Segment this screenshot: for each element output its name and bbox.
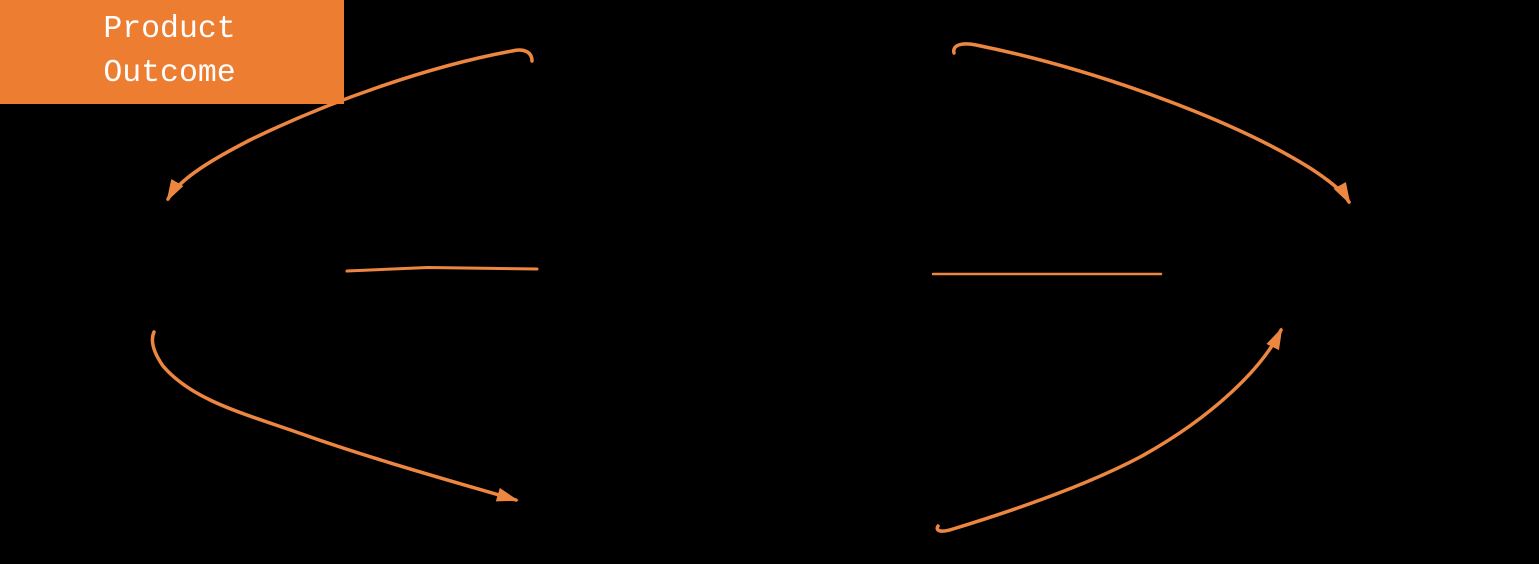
line-protocol-to-qa[interactable] [345,266,539,273]
node-product-outcome-label: Product Outcome [103,12,236,91]
arrow-evaluation-to-protocol[interactable] [166,48,534,202]
arrow-evaluation-to-product[interactable] [952,42,1351,205]
arrow-technical-to-product[interactable] [935,327,1283,533]
node-product-outcome[interactable]: Product Outcome [0,0,339,104]
arrow-protocol-to-technical[interactable] [150,330,519,502]
